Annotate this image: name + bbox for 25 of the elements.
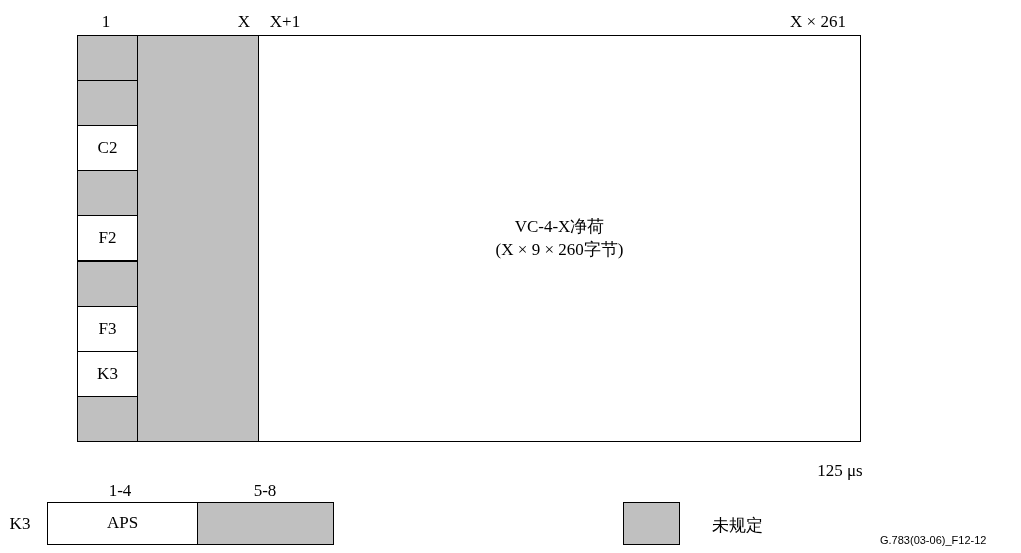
unspecified-byte-cell: [77, 170, 138, 217]
column-number: X: [237, 13, 251, 30]
unspecified-byte-cell: [136, 35, 259, 442]
unspecified-byte-cell: [197, 502, 334, 545]
column-number: 1-4: [108, 482, 132, 499]
column-number: X × 261: [790, 13, 846, 30]
column-number: 1: [101, 13, 111, 30]
unspecified-byte-cell: [77, 35, 138, 82]
unspecified-byte-cell: [77, 80, 138, 127]
payload-area: [258, 35, 861, 442]
column-number: X+1: [269, 13, 301, 30]
overhead-byte-cell: F2: [77, 215, 138, 262]
column-number: 5-8: [253, 482, 277, 499]
unspecified-byte-cell: [77, 260, 138, 307]
payload-title: VC-4-X净荷: [514, 216, 605, 239]
legend-label: 未规定: [712, 515, 763, 537]
overhead-byte-cell: APS: [47, 502, 198, 545]
overhead-byte-cell: F3: [77, 305, 138, 352]
unspecified-byte-cell: [77, 395, 138, 442]
byte-name: K3: [9, 515, 31, 532]
overhead-byte-cell: K3: [77, 350, 138, 397]
frame-duration: 125 μs: [817, 462, 863, 479]
figure-id: G.783(03-06)_F12-12: [880, 534, 987, 546]
overhead-byte-cell: C2: [77, 125, 138, 172]
payload-size: (X × 9 × 260字节): [495, 238, 624, 261]
